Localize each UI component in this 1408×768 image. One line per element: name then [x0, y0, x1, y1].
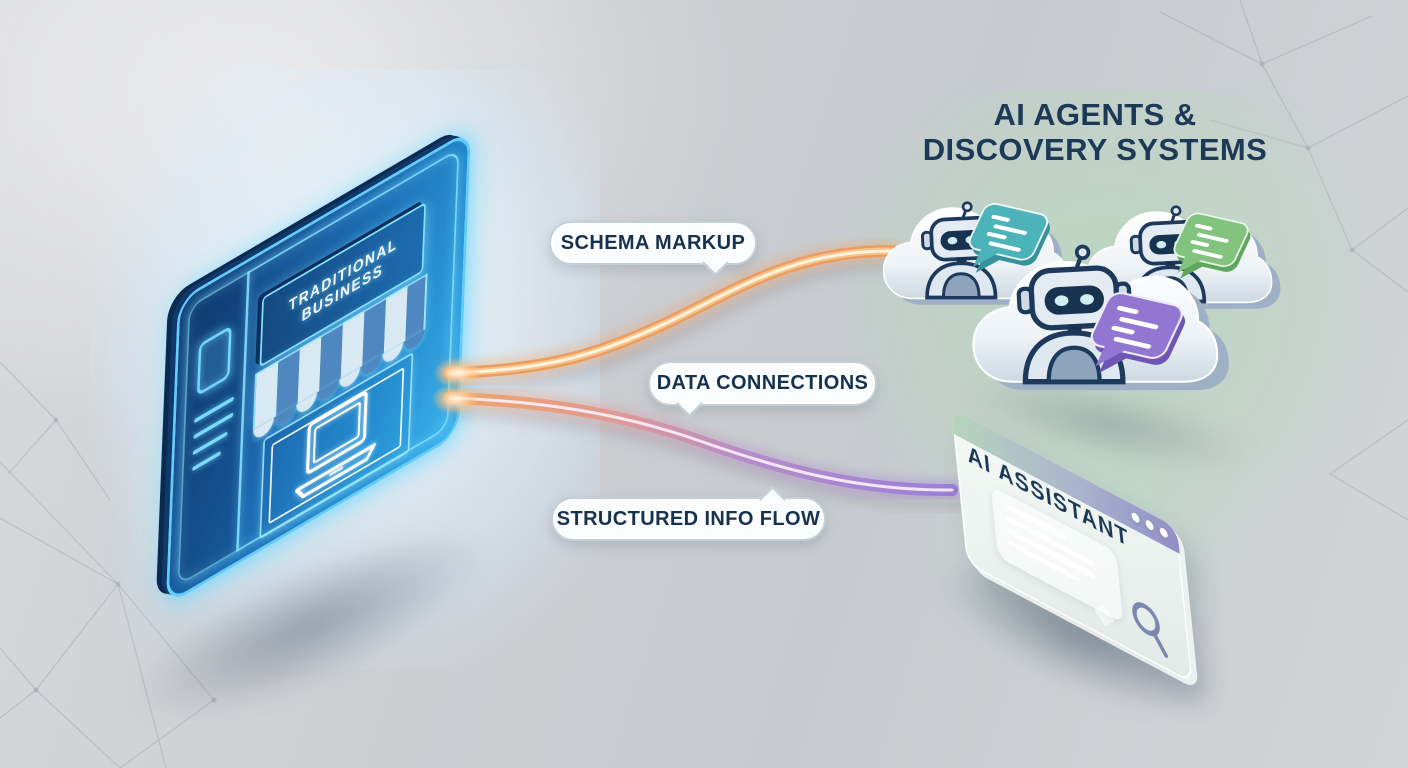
- title-line-2: DISCOVERY SYSTEMS: [922, 131, 1268, 167]
- cable-port-glow-bottom: [432, 384, 480, 414]
- ai-assistant-window: AI ASSISTANT: [951, 408, 1194, 685]
- title-line-1: AI AGENTS &: [993, 97, 1197, 132]
- label-structured-info-flow: STRUCTURED INFO FLOW: [551, 497, 826, 541]
- traditional-business-tablet: TRADITIONAL BUSINESS: [165, 128, 472, 606]
- cable-port-glow-top: [434, 358, 482, 388]
- chat-bubble-icon: [1173, 212, 1251, 279]
- cable-structured-info-flow: [439, 387, 965, 513]
- label-schema-markup: SCHEMA MARKUP: [549, 221, 757, 265]
- chat-bubble-icon: [1090, 292, 1186, 374]
- cable-schema-markup: [439, 239, 905, 395]
- label-data-connections: DATA CONNECTIONS: [648, 361, 877, 406]
- laptop-icon: [295, 391, 376, 499]
- search-icon: [1132, 602, 1169, 658]
- chat-bubble-icon: [968, 202, 1051, 273]
- page-title: AI AGENTS & DISCOVERY SYSTEMS: [880, 97, 1310, 167]
